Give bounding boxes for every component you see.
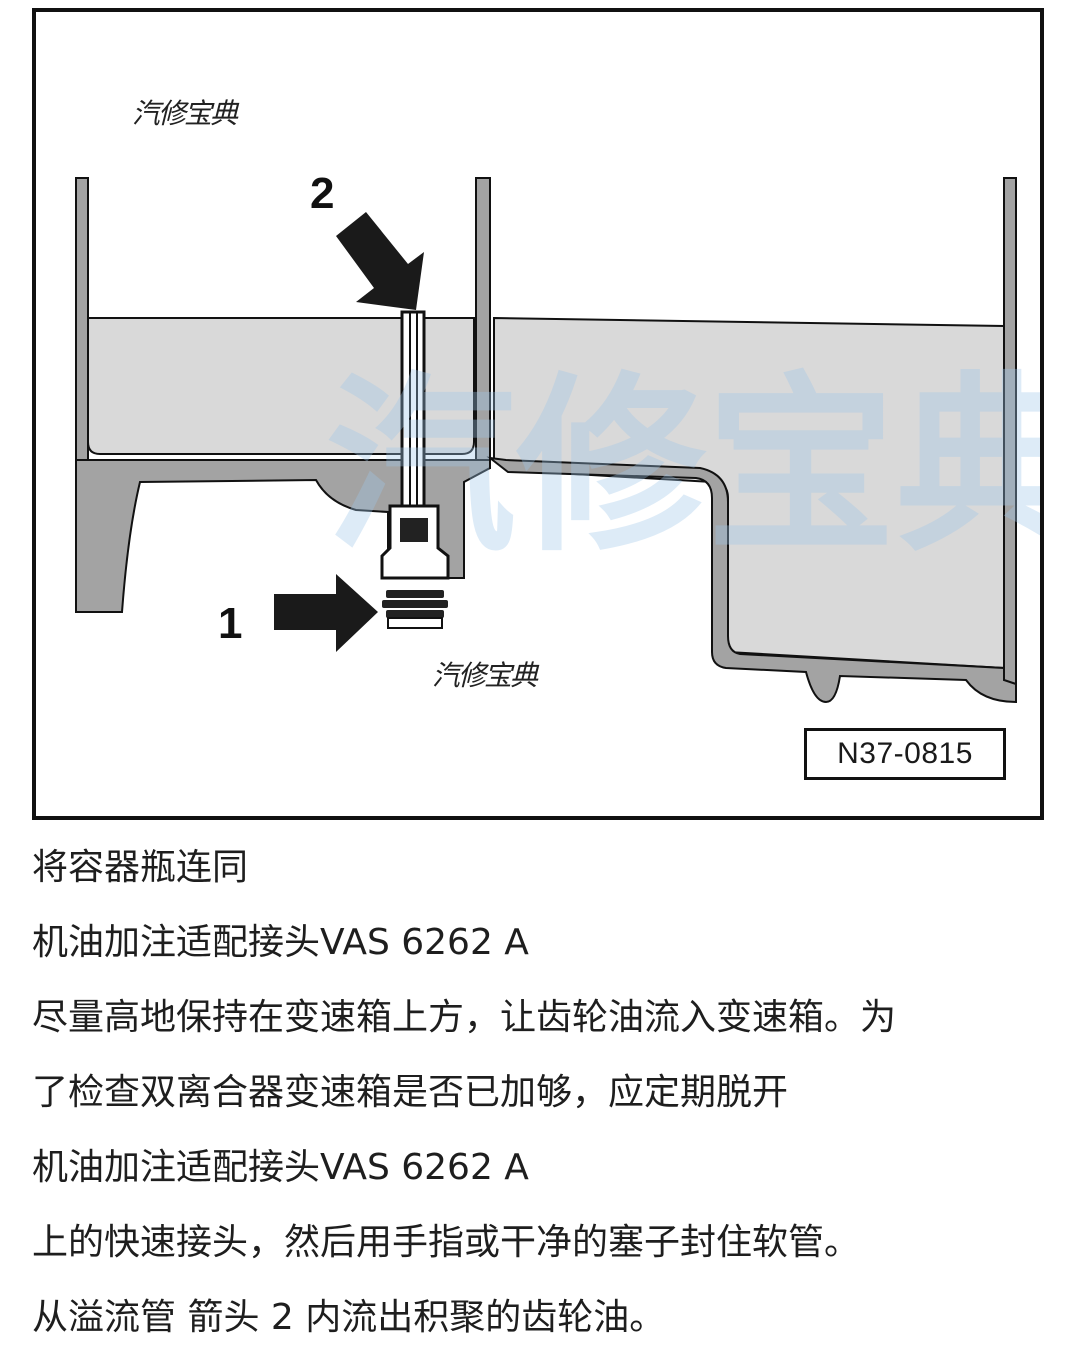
drain-plug: [382, 590, 448, 629]
text-line: 了检查双离合器变速箱是否已加够，应定期脱开: [32, 1072, 789, 1113]
left-housing-floor: [75, 459, 491, 613]
arrow-2-icon: [336, 212, 424, 310]
callout-2: 2: [310, 169, 335, 218]
small-watermark-bottom: 汽修宝典: [432, 659, 538, 692]
text-line: 上的快速接头，然后用手指或干净的塞子封住软管。: [32, 1222, 861, 1263]
text-line: 将容器瓶连同: [32, 847, 249, 888]
technical-illustration: 汽修宝典 2 1 汽修宝典 汽修宝典 N37-0815: [32, 8, 1044, 820]
stepped-housing: [486, 456, 1017, 704]
text-line: 机油加注适配接头VAS 6262 A: [32, 1147, 529, 1188]
text-line: 尽量高地保持在变速箱上方，让齿轮油流入变速箱。为: [32, 997, 897, 1038]
transmission-drawing: 汽修宝典: [75, 177, 1040, 704]
instruction-text: 将容器瓶连同 机油加注适配接头VAS 6262 A 尽量高地保持在变速箱上方，让…: [32, 830, 1062, 1355]
text-line: 机油加注适配接头VAS 6262 A: [32, 922, 529, 963]
text-line: 从溢流管 箭头 2 内流出积聚的齿轮油。: [32, 1297, 666, 1338]
callout-1: 1: [218, 599, 243, 648]
large-watermark: 汽修宝典: [326, 356, 1040, 577]
small-watermark-top: 汽修宝典: [132, 97, 238, 130]
left-wall: [75, 177, 89, 463]
arrow-1-icon: [274, 574, 378, 652]
figure-code-label: N37-0815: [804, 728, 1006, 780]
